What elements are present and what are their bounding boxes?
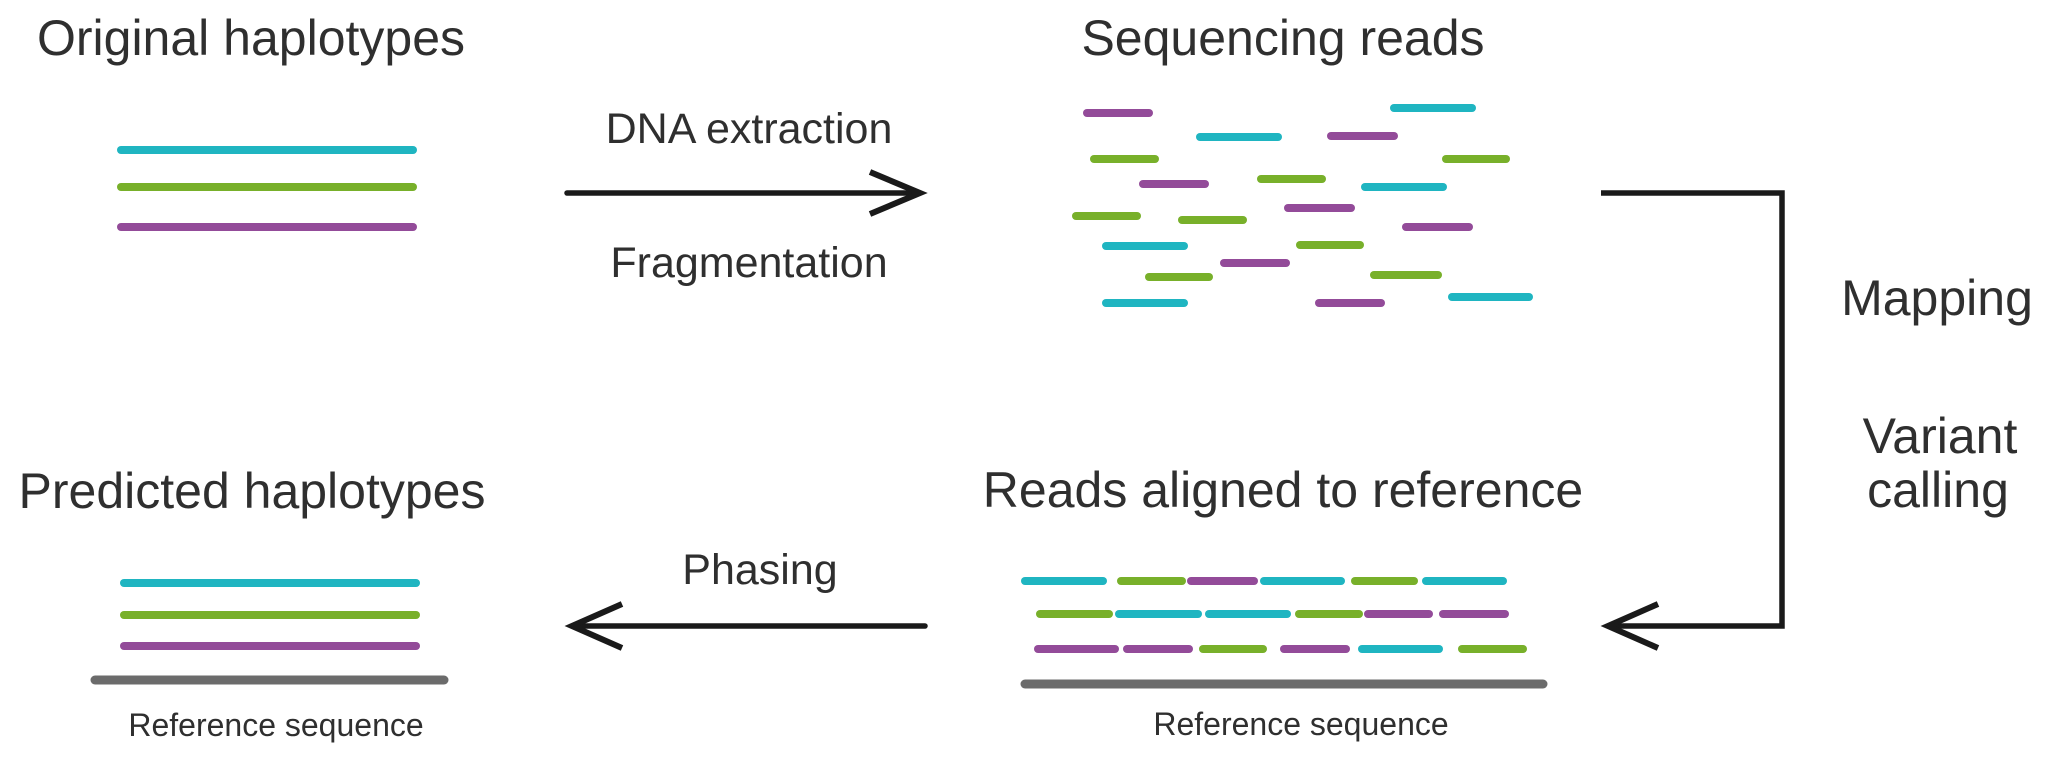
variant-label: Variant	[1863, 408, 2018, 464]
arrow-left-icon	[1600, 601, 1660, 651]
arrow-right-icon	[868, 169, 928, 217]
phasing-label: Phasing	[682, 546, 837, 594]
sequencing-reads-title: Sequencing reads	[1081, 10, 1484, 66]
mapping-arrow-path	[1601, 190, 1785, 629]
reads-aligned-title: Reads aligned to reference	[983, 462, 1583, 518]
arrow-left-icon	[564, 601, 624, 651]
fragmentation-label: Fragmentation	[610, 239, 887, 287]
calling-label: calling	[1867, 462, 2009, 518]
dna-extraction-label: DNA extraction	[606, 105, 893, 153]
extraction-arrow	[564, 169, 928, 217]
original-haplotypes-title: Original haplotypes	[37, 10, 465, 66]
mapping-arrow	[1600, 190, 1785, 651]
predicted-reference-label: Reference sequence	[128, 707, 423, 743]
aligned-reads-group	[1021, 577, 1527, 653]
predicted-haplotypes-title: Predicted haplotypes	[19, 463, 486, 519]
sequencing-reads-group	[1072, 104, 1533, 307]
phasing-arrow	[564, 601, 928, 651]
predicted-haplotypes-group	[120, 579, 420, 650]
aligned-reference-label: Reference sequence	[1153, 706, 1448, 742]
mapping-label: Mapping	[1841, 270, 2033, 326]
original-haplotypes-group	[117, 146, 417, 231]
